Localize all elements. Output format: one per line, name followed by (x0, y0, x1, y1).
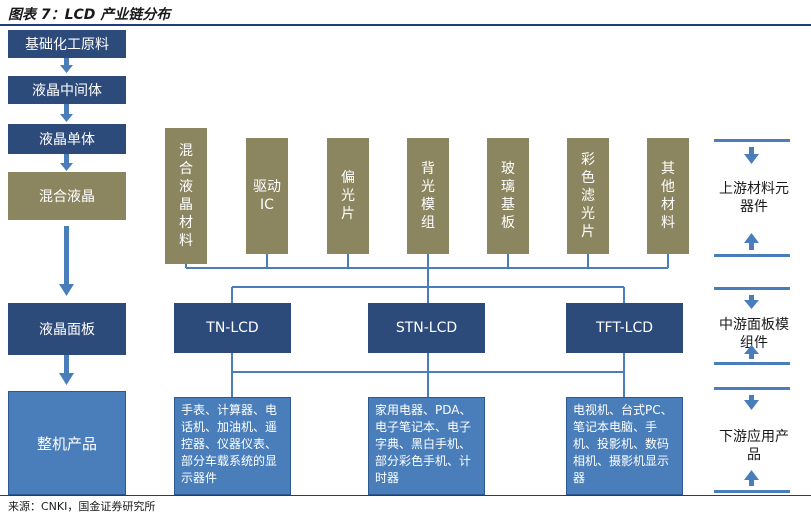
chain-step-end-products: 整机产品 (8, 391, 126, 495)
divider-bar (714, 362, 790, 365)
material-color-filter: 彩色滤光片 (567, 138, 609, 254)
material-label: 玻璃基板 (501, 161, 515, 231)
divider-bar (714, 254, 790, 257)
material-driver-ic: 驱动IC (246, 138, 288, 254)
label-midstream: 中游面板模组件 (719, 317, 789, 351)
products-tft: 电视机、台式PC、笔记本电脑、手机、投影机、数码相机、摄影机显示器 (566, 397, 683, 495)
panel-tft-lcd: TFT-LCD (566, 303, 683, 353)
figure-title: 图表 7：LCD 产业链分布 (8, 7, 171, 23)
material-backlight: 背光模组 (407, 138, 449, 254)
divider-bar (714, 287, 790, 290)
divider-bar (714, 387, 790, 390)
material-glass-substrate: 玻璃基板 (487, 138, 529, 254)
divider-bar (714, 139, 790, 142)
label-downstream: 下游应用产品 (719, 429, 789, 463)
material-other: 其他材料 (647, 138, 689, 254)
footer-rule (0, 495, 811, 496)
chain-step-mixed-lc: 混合液晶 (8, 172, 126, 220)
material-label: 其他材料 (661, 161, 675, 231)
chain-step-intermediate: 液晶中间体 (8, 76, 126, 104)
chain-step-panel: 液晶面板 (8, 303, 126, 355)
panel-tn-lcd: TN-LCD (174, 303, 291, 353)
panel-stn-lcd: STN-LCD (368, 303, 485, 353)
divider-bar (714, 490, 790, 493)
material-label: 驱动IC (253, 179, 281, 213)
material-label: 背光模组 (421, 161, 435, 231)
material-polarizer: 偏光片 (327, 138, 369, 254)
chain-step-raw-materials: 基础化工原料 (8, 30, 126, 58)
title-rule (0, 24, 811, 26)
material-label: 彩色滤光片 (581, 152, 595, 240)
material-mixed-lc: 混合液晶材料 (165, 128, 207, 264)
chain-step-monomer: 液晶单体 (8, 124, 126, 154)
products-stn: 家用电器、PDA、电子笔记本、电子字典、黑白手机、部分彩色手机、计时器 (368, 397, 485, 495)
label-upstream: 上游材料元器件 (719, 181, 789, 215)
source-note: 来源：CNKI，国金证券研究所 (8, 500, 156, 513)
products-tn: 手表、计算器、电话机、加油机、遥控器、仪器仪表、部分车载系统的显示器件 (174, 397, 291, 495)
material-label: 混合液晶材料 (179, 143, 193, 249)
material-label: 偏光片 (341, 170, 355, 222)
